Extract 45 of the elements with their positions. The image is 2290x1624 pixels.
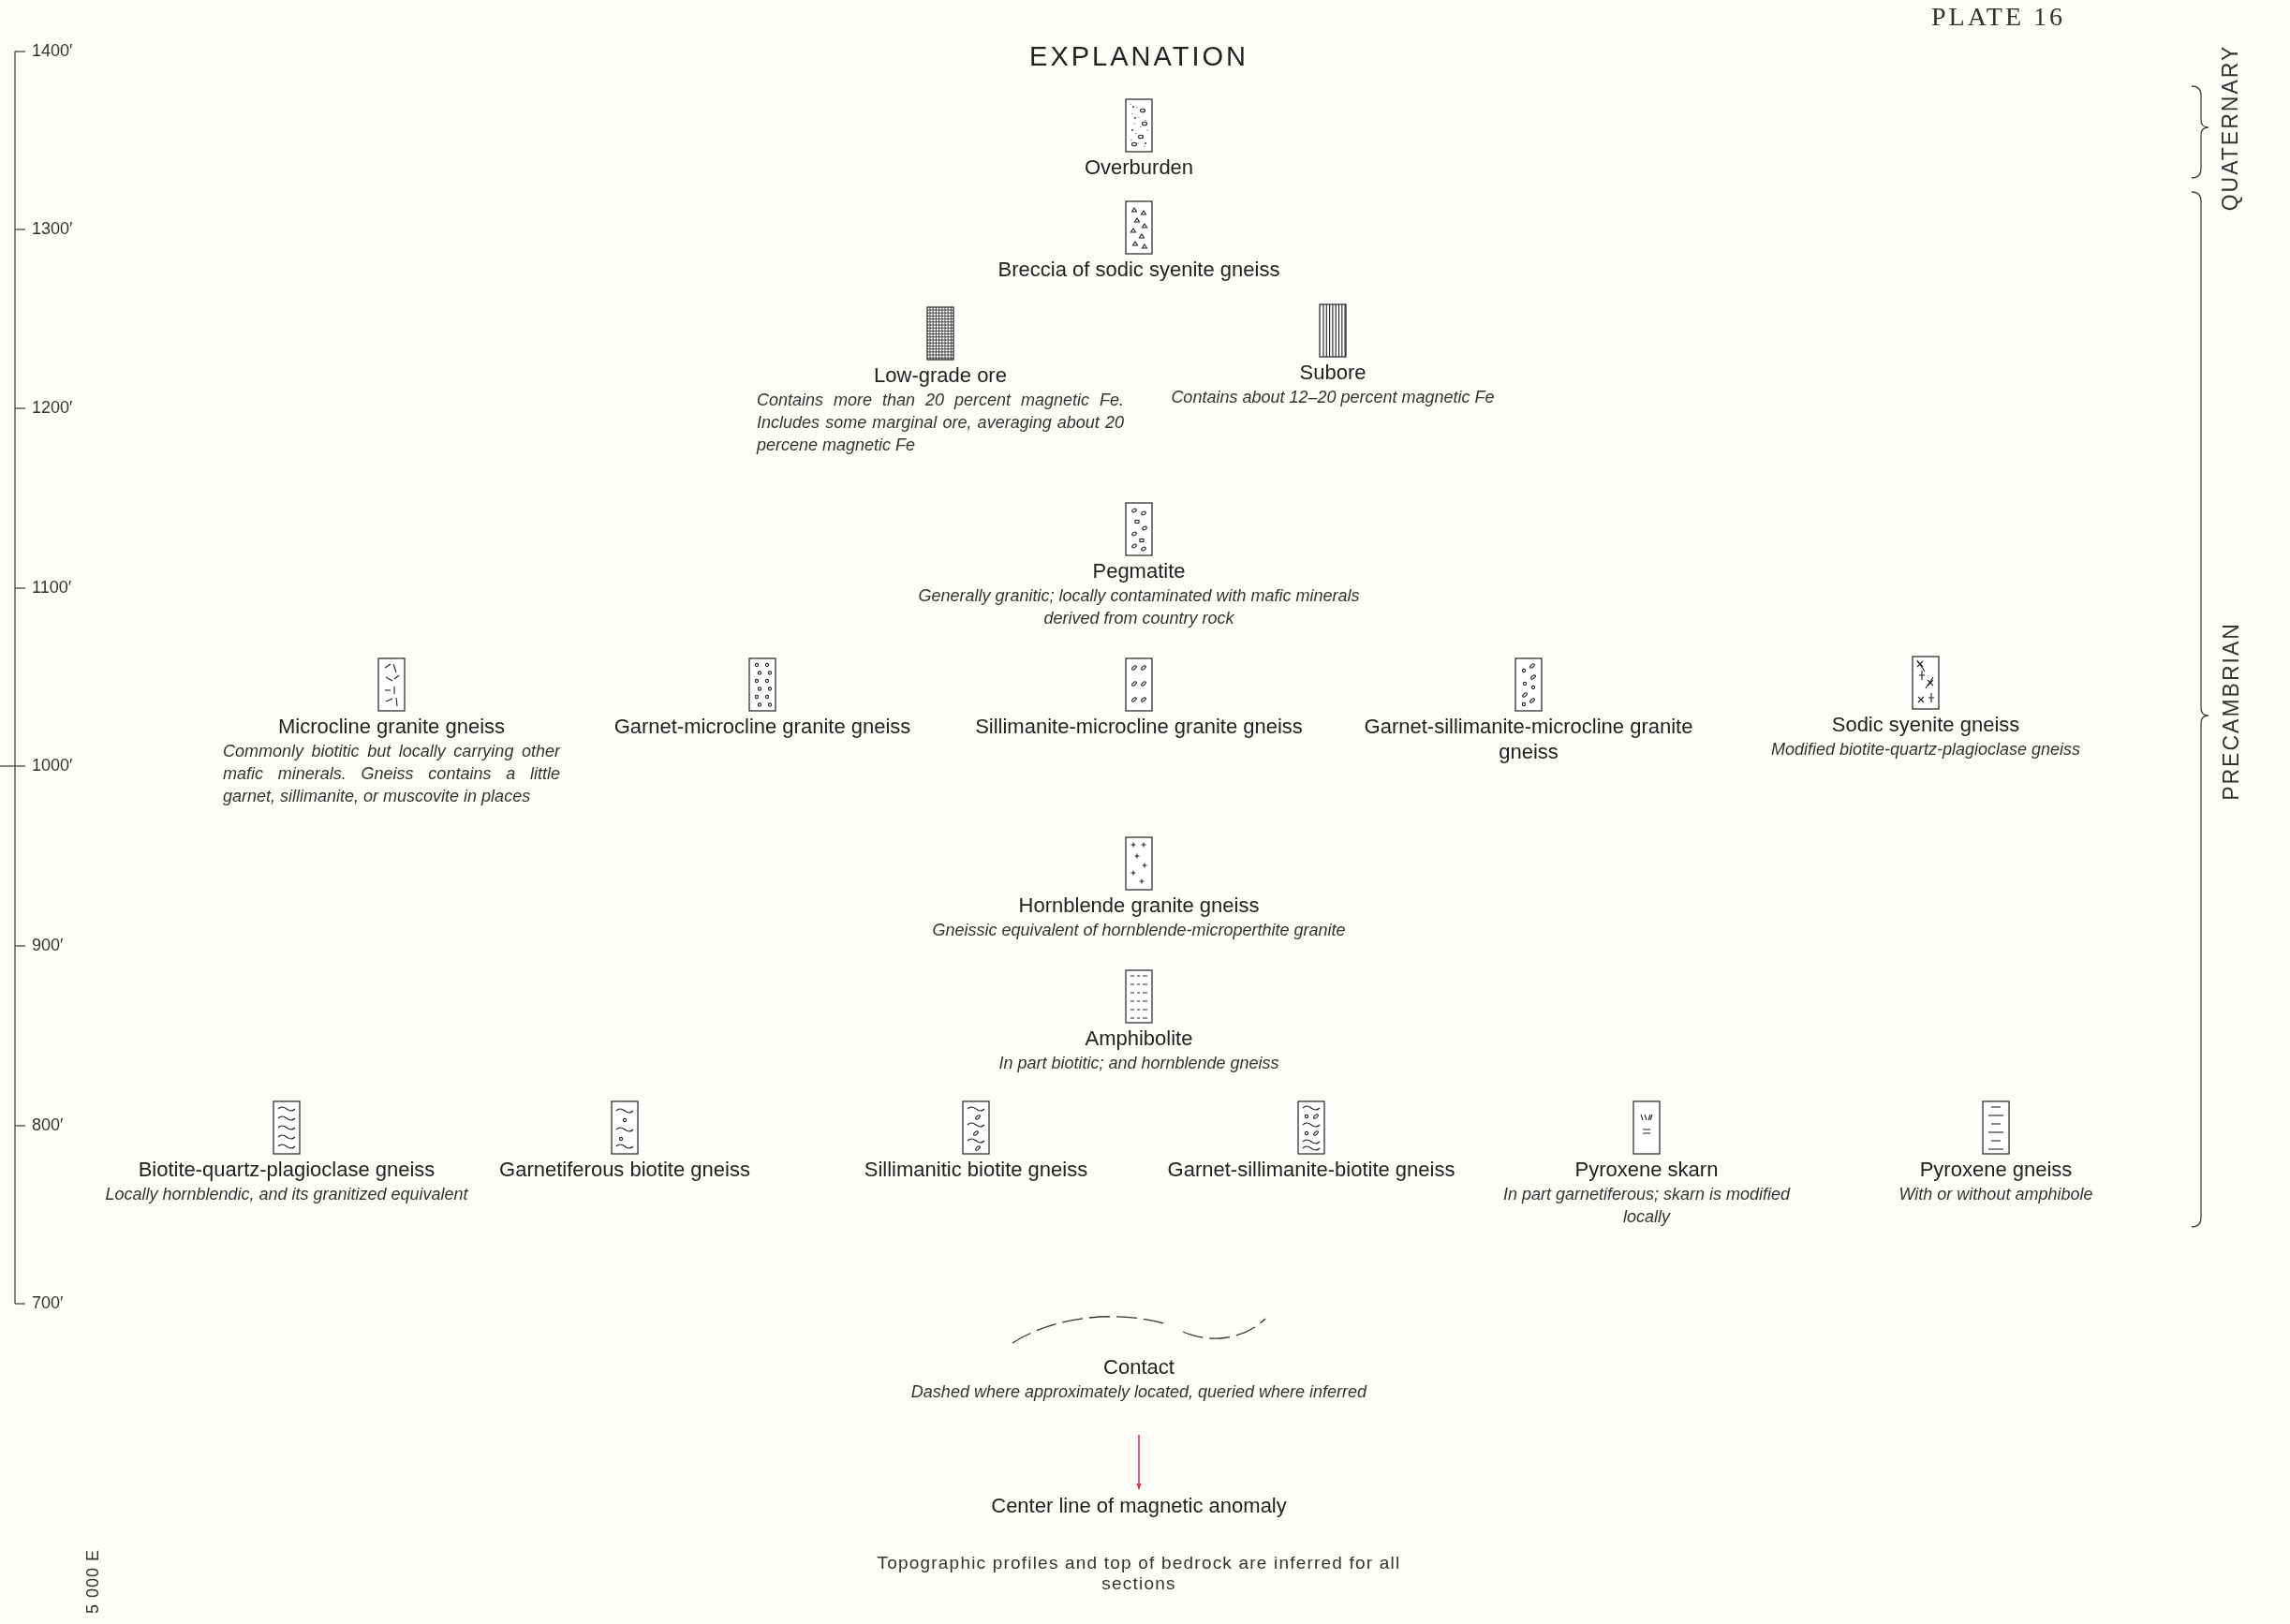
unit-name: Amphibolite: [1085, 1026, 1193, 1051]
unit-name: Pyroxene gneiss: [1919, 1157, 2073, 1182]
unit-name: Garnet-sillimanite-biotite gneiss: [1167, 1157, 1455, 1182]
scale-label: 1000′: [32, 756, 73, 775]
scale-label: 1100′: [32, 578, 72, 598]
unit-description: Commonly biotitic but locally carrying other mafic minerals. Gneiss contains a little garnet, sillimanite, or muscovite in places: [223, 741, 560, 807]
scale-label: 800′: [32, 1115, 64, 1135]
period-label: QUATERNARY: [2218, 44, 2244, 211]
unit-description: Contains more than 20 percent magnetic Fe. Includes some marginal ore, averaging about 20 percene magnetic Fe: [757, 390, 1124, 456]
unit-name: Hornblende granite gneiss: [1018, 893, 1260, 918]
unit-description: Modified biotite-quartz-plagioclase gneiss: [1770, 739, 2081, 760]
unit-name: Pegmatite: [1092, 558, 1186, 583]
unit-name: Pyroxene skarn: [1574, 1157, 1719, 1182]
unit-name: Biotite-quartz-plagioclase gneiss: [138, 1157, 436, 1182]
unit-name: Center line of magnetic anomaly: [991, 1493, 1287, 1518]
unit-description: In part garnetiferous; skarn is modified locally: [1501, 1184, 1792, 1228]
unit-description: Locally hornblendic, and its granitized equivalent: [105, 1184, 468, 1205]
legend-title: EXPLANATION: [1028, 41, 1249, 72]
unit-description: Generally granitic; locally contaminated with mafic minerals derived from country rock: [917, 585, 1361, 629]
period-label: PRECAMBRIAN: [2218, 621, 2244, 801]
unit-description: With or without amphibole: [1898, 1184, 2093, 1205]
unit-name: Garnetiferous biotite gneiss: [499, 1157, 750, 1182]
unit-description: Contains about 12–20 percent magnetic Fe: [1171, 387, 1495, 408]
unit-description: In part biotitic; and hornblende gneiss: [998, 1053, 1279, 1074]
unit-name: Low-grade ore: [874, 362, 1007, 388]
unit-name: Overburden: [1084, 155, 1194, 180]
coordinate-label: 5 000 E: [83, 1548, 104, 1614]
unit-name: Breccia of sodic syenite gneiss: [997, 257, 1280, 282]
unit-name: Sillimanitic biotite gneiss: [864, 1157, 1088, 1182]
plate-number: PLATE 16: [1931, 2, 2065, 32]
unit-name: Subore: [1299, 360, 1367, 385]
unit-description: Dashed where approximately located, queried where inferred: [910, 1381, 1367, 1403]
unit-name: Garnet-microcline granite gneiss: [613, 714, 911, 739]
unit-name: Contact: [1103, 1354, 1175, 1380]
scale-label: 1300′: [32, 219, 73, 239]
scale-label: 1200′: [32, 398, 73, 418]
scale-label: 700′: [32, 1293, 64, 1313]
unit-description: Gneissic equivalent of hornblende-microperthite granite: [932, 920, 1346, 941]
unit-name: Garnet-sillimanite-microcline granite gneiss: [1363, 714, 1694, 764]
scale-label: 1400′: [32, 41, 73, 61]
unit-name: Sodic syenite gneiss: [1831, 712, 2020, 737]
scale-label: 900′: [32, 936, 64, 955]
note-text: Topographic profiles and top of bedrock are inferred for all sections: [876, 1553, 1402, 1594]
unit-name: Sillimanite-microcline granite gneiss: [975, 714, 1303, 739]
unit-name: Microcline granite gneiss: [277, 714, 506, 739]
